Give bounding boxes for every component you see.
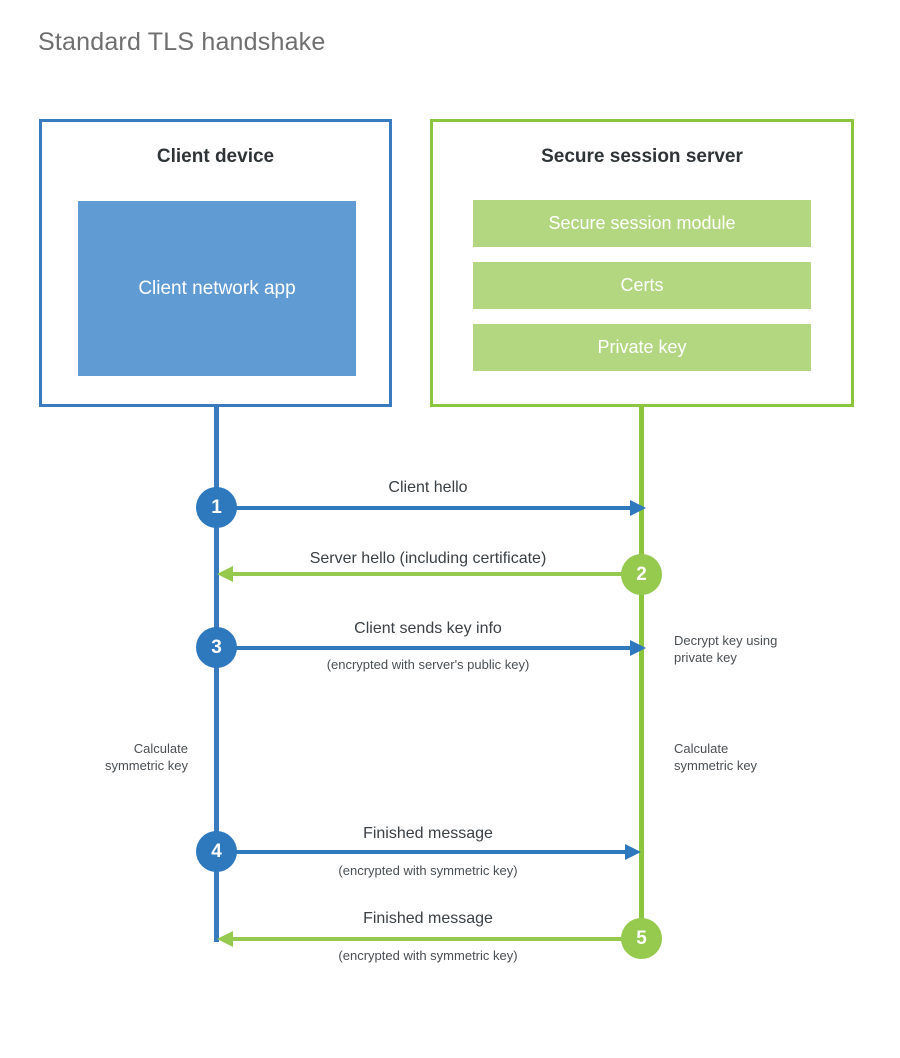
page-title: Standard TLS handshake [38, 28, 326, 56]
server-calculate-note-line-1: Calculate [674, 741, 729, 756]
server-calculate-symmetric-key-note: Calculate symmetric key [674, 740, 874, 774]
secure-session-server-box: Secure session server Secure session mod… [430, 119, 854, 407]
secure-session-server-title: Secure session server [541, 146, 743, 167]
step-marker-5[interactable]: 5 [621, 918, 662, 959]
step-3-sublabel: (encrypted with server's public key) [326, 657, 530, 672]
decrypt-key-note-line-2: private key [674, 650, 737, 665]
server-calculate-note-line-2: symmetric key [674, 758, 758, 773]
server-lifeline [639, 407, 644, 939]
step-marker-2[interactable]: 2 [621, 554, 662, 595]
server-component-stack: Secure session module Certs Private key [473, 200, 811, 371]
decrypt-key-note: Decrypt key using private key [674, 632, 874, 666]
step-marker-3[interactable]: 3 [196, 627, 237, 668]
client-calculate-note-line-1: Calculate [133, 741, 188, 756]
client-calculate-symmetric-key-note: Calculate symmetric key [0, 740, 188, 774]
server-component-private-key: Private key [473, 324, 811, 371]
client-lifeline [214, 407, 219, 942]
client-calculate-note-line-2: symmetric key [104, 758, 188, 773]
step-1-label: Client hello [388, 479, 468, 496]
server-component-certs: Certs [473, 262, 811, 309]
arrow-step-5 [217, 931, 638, 947]
server-component-secure-session-module: Secure session module [473, 200, 811, 247]
arrow-step-1 [217, 500, 646, 516]
arrow-step-2 [217, 566, 638, 582]
step-5-label: Finished message [363, 910, 493, 927]
step-4-sublabel: (encrypted with symmetric key) [338, 863, 518, 878]
step-4-label: Finished message [363, 825, 493, 842]
arrow-step-3 [217, 640, 646, 656]
step-2-label: Server hello (including certificate) [309, 550, 547, 567]
step-3-label: Client sends key info [354, 620, 502, 637]
decrypt-key-note-line-1: Decrypt key using [674, 633, 778, 648]
client-device-title: Client device [156, 146, 275, 167]
step-marker-1[interactable]: 1 [196, 487, 237, 528]
client-network-app-block: Client network app [78, 201, 356, 376]
client-device-box: Client device Client network app [39, 119, 392, 407]
step-marker-4[interactable]: 4 [196, 831, 237, 872]
client-network-app-label: Client network app [138, 277, 296, 299]
step-5-sublabel: (encrypted with symmetric key) [338, 948, 518, 963]
arrow-step-4 [217, 844, 641, 860]
